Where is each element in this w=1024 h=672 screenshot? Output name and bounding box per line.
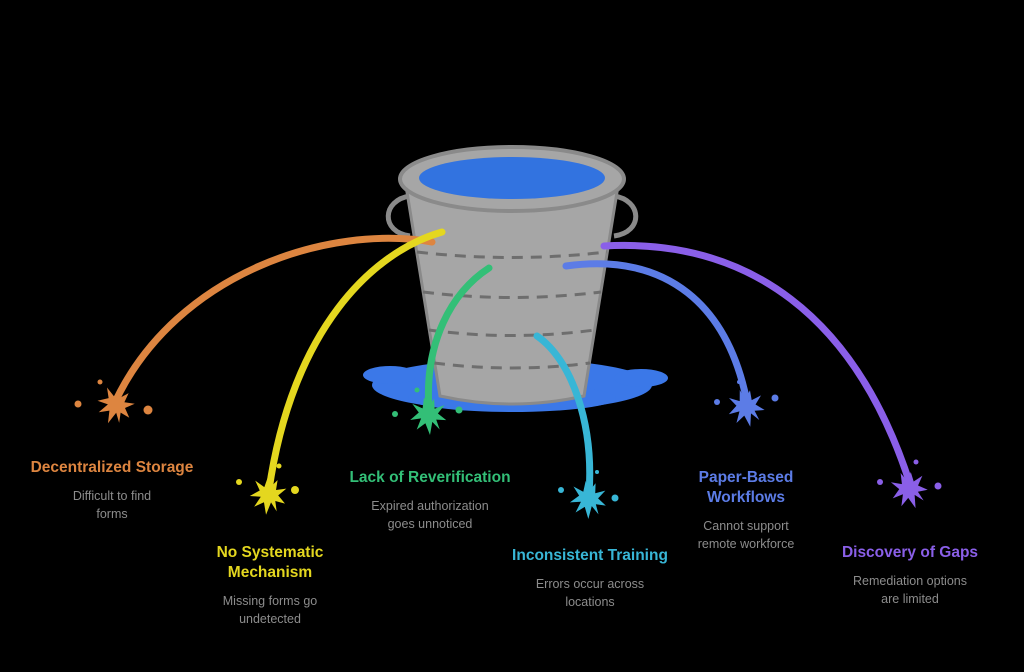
bucket-handle-right	[613, 193, 639, 239]
splash-inconsistent-training	[558, 470, 619, 520]
bucket	[385, 145, 639, 406]
leak-item-paper-based-workflows: Paper-Based Workflows Cannot support rem…	[658, 468, 834, 554]
leak-streams	[112, 228, 914, 498]
leak-item-lack-of-reverification: Lack of Reverification Expired authoriza…	[342, 468, 518, 533]
leak-item-subtitle: Cannot support remote workforce	[697, 519, 795, 552]
leak-item-no-systematic-mechanism: No Systematic Mechanism Missing forms go…	[182, 543, 358, 629]
bucket-body	[405, 190, 619, 406]
stream-paper-based-workflows	[562, 260, 751, 406]
bucket-water	[419, 157, 605, 199]
leak-item-subtitle: Remediation options are limited	[853, 574, 967, 607]
leak-item-inconsistent-training: Inconsistent Training Errors occur acros…	[502, 546, 678, 611]
leak-item-subtitle: Missing forms go undetected	[222, 594, 318, 627]
leak-item-title: No Systematic Mechanism	[216, 544, 324, 582]
leak-item-title: Paper-Based Workflows	[698, 469, 794, 507]
stream-decentralized-storage	[112, 234, 436, 404]
bucket-handle-left	[385, 193, 411, 239]
stream-discovery-of-gaps	[600, 241, 914, 488]
leak-item-title: Lack of Reverification	[349, 469, 511, 486]
stream-inconsistent-training	[533, 332, 594, 498]
leak-item-discovery-of-gaps: Discovery of Gaps Remediation options ar…	[822, 543, 998, 608]
leak-item-subtitle: Difficult to find forms	[72, 489, 152, 522]
leak-item-subtitle: Errors occur across locations	[535, 577, 645, 610]
leak-item-title: Inconsistent Training	[512, 547, 668, 564]
stream-lack-of-reverification	[424, 264, 493, 414]
leak-item-title: Discovery of Gaps	[841, 544, 979, 561]
splash-paper-based-workflows	[714, 380, 779, 431]
splash-no-systematic-mechanism	[236, 463, 299, 518]
splash-discovery-of-gaps	[877, 459, 942, 514]
splash-decentralized-storage	[74, 379, 153, 431]
leak-item-title: Decentralized Storage	[30, 459, 194, 476]
leak-item-decentralized-storage: Decentralized Storage Difficult to find …	[24, 458, 200, 523]
leak-item-subtitle: Expired authorization goes unnoticed	[371, 499, 489, 532]
splash-lack-of-reverification	[392, 387, 463, 436]
bucket-dash-lines	[416, 250, 608, 370]
stream-no-systematic-mechanism	[265, 228, 446, 494]
